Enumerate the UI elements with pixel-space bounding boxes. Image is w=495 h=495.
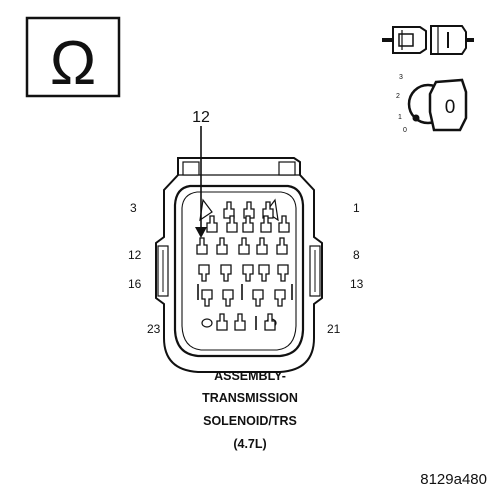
- pin-cavity: [274, 289, 286, 307]
- ignition-key-icon: 3 2 1 0 0: [396, 74, 468, 134]
- pin-cavity: [222, 289, 234, 307]
- ignition-position-1: 1: [398, 114, 402, 121]
- ohm-symbol: Ω: [50, 29, 96, 98]
- ignition-key-label: 0: [445, 97, 456, 118]
- pin-label-12: 12: [128, 248, 142, 262]
- disconnected-connector-icon: [382, 25, 474, 55]
- pin-cavity: [262, 201, 274, 219]
- pin-number-labels: 3 1 12 8 16 13 23 21: [128, 201, 364, 336]
- pin-cavity: [252, 289, 264, 307]
- pin-cavity: [243, 201, 255, 219]
- pin-label-21: 21: [327, 322, 341, 336]
- pin-cavity: [256, 237, 268, 255]
- pin-cavity: [234, 313, 246, 331]
- pin-cavity: [258, 264, 270, 282]
- pin-cavity: [201, 289, 213, 307]
- pin-cavity: [260, 215, 272, 233]
- pin-cavity: [278, 215, 290, 233]
- pin-cavity: [242, 264, 254, 282]
- pin-cavity: [226, 215, 238, 233]
- ignition-position-2: 2: [396, 93, 400, 100]
- ignition-position-0: 0: [403, 127, 407, 134]
- pin-12-callout: 12: [192, 109, 210, 238]
- pin-cavity: [242, 215, 254, 233]
- pin-cavity: [206, 215, 218, 233]
- pin-cavity: [277, 264, 289, 282]
- pin-cavity: [264, 313, 276, 331]
- caption-line-2: TRANSMISSION: [202, 391, 298, 405]
- pin-label-23: 23: [147, 322, 161, 336]
- pin-label-1: 1: [353, 201, 360, 215]
- callout-pin-label: 12: [192, 109, 210, 126]
- pin-label-3: 3: [130, 201, 137, 215]
- pin-cavity: [196, 237, 208, 255]
- pin-cavity: [238, 237, 250, 255]
- ohmmeter-icon: Ω: [25, 16, 121, 98]
- pin-cavity: [216, 237, 228, 255]
- caption-line-1: ASSEMBLY-: [214, 369, 286, 383]
- terminal-pins: [196, 201, 293, 331]
- pin-cavity: [276, 237, 288, 255]
- pin-label-16: 16: [128, 277, 142, 291]
- caption-line-3: SOLENOID/TRS: [203, 414, 297, 428]
- connector-face: [155, 157, 323, 373]
- pin-label-13: 13: [350, 277, 364, 291]
- connector-caption: ASSEMBLY- TRANSMISSION SOLENOID/TRS (4.7…: [202, 369, 298, 451]
- figure-id: 8129a480: [420, 471, 487, 488]
- pin-cavity: [216, 313, 228, 331]
- pin-cavity: [220, 264, 232, 282]
- pin-label-8: 8: [353, 248, 360, 262]
- ignition-position-3: 3: [399, 74, 403, 81]
- caption-line-4: (4.7L): [233, 437, 266, 451]
- pin-cavity: [198, 264, 210, 282]
